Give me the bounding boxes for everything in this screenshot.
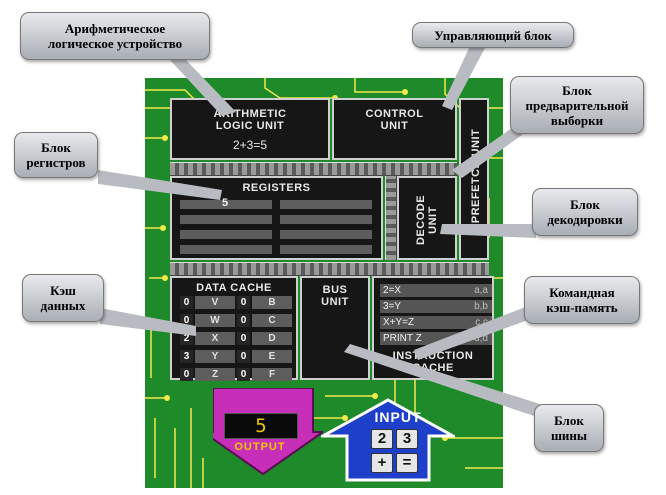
- cache-address: Z: [195, 368, 235, 381]
- input-key-plus[interactable]: +: [371, 453, 393, 473]
- callout-registers-text: Блок регистров: [26, 140, 86, 170]
- register-row: [280, 230, 372, 239]
- instruction-cache-title-line2: CACHE: [412, 362, 454, 374]
- control-unit-title-line1: CONTROL: [365, 108, 424, 120]
- callout-bus-unit-text: Блок шины: [550, 413, 588, 443]
- cache-value: 3: [180, 350, 193, 363]
- callout-control-unit: Управляющий блок: [412, 22, 574, 48]
- prefetch-unit-block: PREFETCH UNIT: [459, 98, 489, 260]
- cache-value: 0: [237, 368, 250, 381]
- cache-value: 0: [237, 314, 250, 327]
- instruction-address: b,b: [474, 301, 488, 312]
- cache-address: D: [252, 332, 292, 345]
- callout-alu: Арифметическое логическое устройство: [20, 12, 210, 60]
- cache-value: 0: [237, 350, 250, 363]
- register-row: [280, 215, 372, 224]
- cache-value: 0: [180, 296, 193, 309]
- register-row: [180, 245, 272, 254]
- decode-unit-title: DECODE UNIT: [415, 194, 439, 246]
- cache-value: 2: [180, 332, 193, 345]
- cache-address: W: [195, 314, 235, 327]
- instruction-row: PRINT Z d,d: [380, 332, 492, 345]
- cache-address: C: [252, 314, 292, 327]
- callout-bus-unit: Блок шины: [534, 404, 604, 452]
- data-cache-block: DATA CACHE 0 V 0 B 0 W 0 C 2 X 0 D 3: [170, 276, 298, 381]
- internal-bus-vertical: [385, 176, 397, 260]
- register-row: [280, 245, 372, 254]
- callout-decode-unit: Блок декодировки: [532, 188, 638, 236]
- cache-address: B: [252, 296, 292, 309]
- alu-title-line2: LOGIC UNIT: [215, 120, 285, 132]
- callout-data-cache: Кэш данных: [22, 274, 104, 322]
- data-cache-row: 3 Y 0 E: [180, 350, 292, 365]
- cache-address: Y: [195, 350, 235, 363]
- callout-data-cache-text: Кэш данных: [40, 283, 86, 313]
- cache-address: X: [195, 332, 235, 345]
- instruction-command: X+Y=Z: [383, 317, 415, 328]
- instruction-address: a,a: [474, 285, 488, 296]
- register-value: 5: [222, 197, 229, 209]
- control-unit-title-line2: UNIT: [380, 120, 409, 132]
- input-key-2[interactable]: 2: [371, 429, 393, 449]
- cache-address: V: [195, 296, 235, 309]
- callout-control-unit-text: Управляющий блок: [434, 27, 552, 43]
- circuit-board: ARITHMETIC LOGIC UNIT 2+3=5 CONTROL UNIT…: [145, 78, 503, 488]
- decode-unit-block: DECODE UNIT: [397, 176, 457, 260]
- callout-prefetch-unit-text: Блок предварительной выборки: [525, 82, 629, 128]
- registers-title: REGISTERS: [242, 182, 311, 194]
- data-cache-row: 0 V 0 B: [180, 296, 292, 311]
- cache-value: 0: [237, 296, 250, 309]
- callout-alu-text: Арифметическое логическое устройство: [47, 21, 183, 51]
- cache-address: F: [252, 368, 292, 381]
- cache-value: 0: [237, 332, 250, 345]
- callout-instruction-cache: Командная кэш-память: [524, 276, 640, 324]
- instruction-command: 2=X: [383, 285, 402, 296]
- register-row: 5: [180, 197, 272, 209]
- register-row: [180, 230, 272, 239]
- data-cache-row: 0 W 0 C: [180, 314, 292, 329]
- input-label: INPUT: [374, 409, 422, 425]
- instruction-row: 2=X a,a: [380, 284, 492, 297]
- alu-title-line1: ARITHMETIC: [213, 108, 287, 120]
- bus-unit-title-line2: UNIT: [321, 296, 349, 308]
- output-display: 5: [224, 413, 298, 439]
- register-row: [280, 200, 372, 209]
- bus-unit-block: BUS UNIT: [300, 276, 370, 380]
- callout-instruction-cache-text: Командная кэш-память: [546, 285, 618, 315]
- registers-block: REGISTERS 5: [170, 176, 383, 260]
- alu-block: ARITHMETIC LOGIC UNIT 2+3=5: [170, 98, 330, 160]
- input-key-3[interactable]: 3: [396, 429, 418, 449]
- output-label: OUTPUT: [234, 441, 286, 453]
- internal-bus-middle: [170, 262, 489, 276]
- cache-value: 0: [180, 314, 193, 327]
- instruction-row: 3=Y b,b: [380, 300, 492, 313]
- internal-bus-top: [170, 162, 457, 176]
- instruction-command: PRINT Z: [383, 333, 422, 344]
- alu-expression: 2+3=5: [232, 138, 268, 152]
- data-cache-row: 2 X 0 D: [180, 332, 292, 347]
- instruction-address: c,c: [475, 317, 488, 328]
- data-cache-grid: 0 V 0 B 0 W 0 C 2 X 0 D 3 Y 0 E: [180, 296, 292, 386]
- bus-unit-title-line1: BUS: [322, 284, 348, 296]
- instruction-address: d,d: [474, 333, 488, 344]
- callout-decode-unit-text: Блок декодировки: [547, 197, 623, 227]
- cache-value: 0: [180, 368, 193, 381]
- register-row: [180, 215, 272, 224]
- instruction-cache-title-line1: INSTRUCTION: [392, 350, 474, 362]
- instruction-row: X+Y=Z c,c: [380, 316, 492, 329]
- instruction-cache-block: 2=X a,a 3=Y b,b X+Y=Z c,c PRINT Z d,d IN…: [372, 276, 494, 380]
- prefetch-unit-title: PREFETCH UNIT: [470, 128, 482, 224]
- control-unit-block: CONTROL UNIT: [332, 98, 457, 160]
- data-cache-title: DATA CACHE: [196, 282, 272, 294]
- data-cache-row: 0 Z 0 F: [180, 368, 292, 383]
- input-key-equals[interactable]: =: [396, 453, 418, 473]
- instruction-command: 3=Y: [383, 301, 402, 312]
- callout-registers: Блок регистров: [14, 132, 98, 178]
- cache-address: E: [252, 350, 292, 363]
- callout-prefetch-unit: Блок предварительной выборки: [510, 76, 644, 134]
